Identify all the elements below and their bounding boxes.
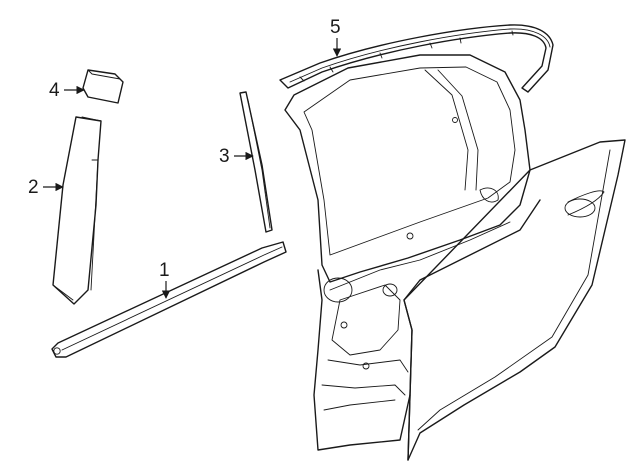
callout-1: 1 bbox=[159, 260, 171, 299]
callout-3-label: 3 bbox=[219, 146, 230, 167]
callout-4-label: 4 bbox=[49, 80, 60, 101]
door-assembly bbox=[284, 54, 626, 461]
callout-2-label: 2 bbox=[28, 177, 39, 198]
callout-4: 4 bbox=[49, 80, 85, 101]
callout-5: 5 bbox=[330, 17, 342, 57]
callout-5-label: 5 bbox=[330, 17, 341, 38]
part-3-channel-strip bbox=[239, 91, 273, 233]
part-4-cap bbox=[82, 69, 124, 104]
callout-2: 2 bbox=[28, 177, 64, 198]
part-5-upper-molding bbox=[279, 24, 554, 93]
callout-3: 3 bbox=[219, 146, 254, 167]
part-1-belt-molding bbox=[51, 241, 287, 358]
part-2-pillar-applique bbox=[52, 116, 102, 305]
callout-1-label: 1 bbox=[159, 260, 170, 281]
